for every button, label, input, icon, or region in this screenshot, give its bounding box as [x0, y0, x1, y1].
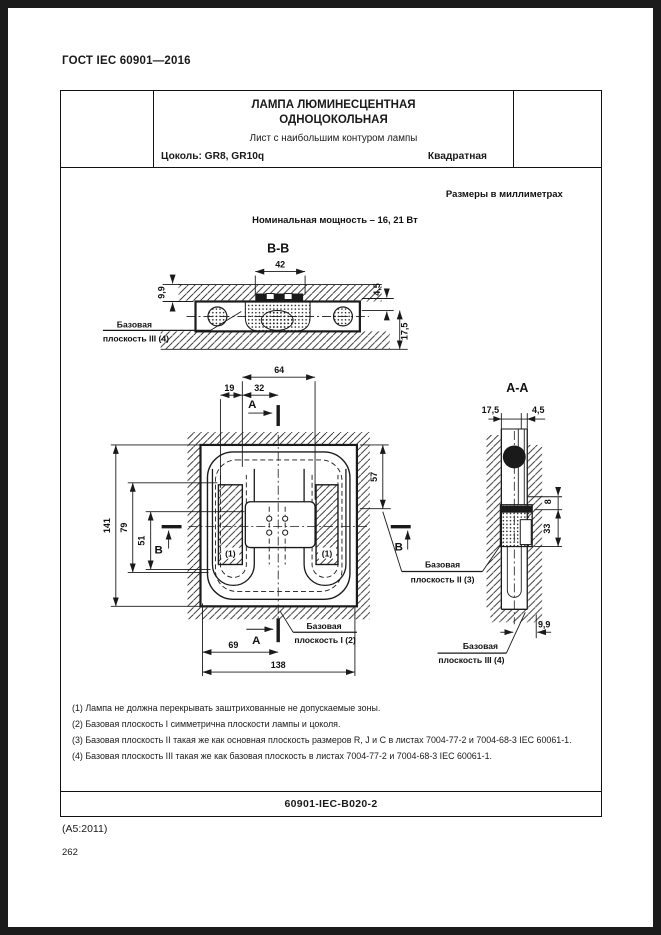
- units-note: Размеры в миллиметрах: [446, 189, 564, 200]
- plan-cut-a-bottom: A: [246, 618, 280, 647]
- bb-dim-42: 42: [275, 260, 285, 270]
- plan-channel-right: [303, 468, 347, 587]
- plan-zone-note-left: (1): [225, 549, 236, 559]
- svg-text:A: A: [252, 635, 260, 647]
- plan-keepout-bar-right: [315, 484, 339, 566]
- cap-shape-row: Цоколь: GR8, GR10q Квадратная: [154, 151, 513, 162]
- plan-dim-32: 32: [254, 383, 264, 393]
- plan-ref-plane-i-label: Базовая плоскость I (2): [279, 611, 357, 645]
- bb-ref-plane-iii-label: Базовая плоскость III (4): [103, 311, 242, 343]
- bb-dim-4-5: 4,5: [372, 283, 382, 295]
- plan-dim-51: 51: [137, 536, 147, 546]
- plan-zone-note-right: (1): [322, 549, 333, 559]
- lamp-title-line2: ОДНОЦОКОЛЬНАЯ: [279, 114, 388, 126]
- aa-keepout-right: [527, 444, 543, 610]
- bb-dim-17-5: 17,5: [400, 323, 410, 340]
- section-bb-view: B-B: [103, 242, 410, 350]
- section-aa-view: A-A 17,5 4,5: [437, 381, 563, 665]
- aa-dim-17-5: 17,5: [482, 405, 499, 415]
- aa-ref-plane-iii-label: Базовая плоскость III (4): [437, 612, 526, 665]
- cap-label: Цоколь: GR8, GR10q: [161, 151, 265, 162]
- plan-dim-64: 64: [274, 365, 284, 375]
- footnote-3: (3) Базовая плоскость II такая же как ос…: [72, 735, 593, 747]
- svg-text:плоскость I (2): плоскость I (2): [294, 635, 356, 645]
- bb-pin-left: [265, 293, 275, 300]
- plan-cut-b-right: B: [390, 524, 411, 554]
- shape-label: Квадратная: [427, 151, 487, 162]
- plan-dim-141: 141: [102, 518, 112, 533]
- svg-text:Базовая: Базовая: [425, 559, 460, 569]
- plan-dim-79: 79: [119, 523, 129, 533]
- drawing-canvas: Размеры в миллиметрах Номинальная мощнос…: [102, 189, 564, 677]
- plan-pin: [266, 515, 273, 522]
- lamp-title-line1: ЛАМПА ЛЮМИНЕСЦЕНТНАЯ: [251, 99, 416, 111]
- bb-top-keepout-hatch: [178, 284, 382, 302]
- plan-cap: [244, 501, 316, 549]
- plan-cut-b-left: B: [155, 524, 182, 557]
- title-block-left-cell: [61, 91, 154, 167]
- plan-cut-a-top: A: [248, 399, 280, 427]
- footnote-number: (2): [72, 719, 83, 729]
- plan-view: (1) (1) 64: [102, 365, 503, 677]
- footnote-1: (1) Лампа не должна перекрывать заштрихо…: [72, 703, 593, 715]
- section-aa-title: A-A: [506, 381, 528, 395]
- footnote-number: (3): [72, 735, 83, 745]
- title-block-center-cell: ЛАМПА ЛЮМИНЕСЦЕНТНАЯ ОДНОЦОКОЛЬНАЯ Лист …: [154, 91, 513, 167]
- svg-text:плоскость III (4): плоскость III (4): [103, 333, 169, 343]
- power-note: Номинальная мощность – 16, 21 Вт: [252, 215, 418, 226]
- plan-dim-69: 69: [228, 640, 238, 650]
- sheet-id: 60901-IEC-B020-2: [61, 791, 601, 816]
- title-block: ЛАМПА ЛЮМИНЕСЦЕНТНАЯ ОДНОЦОКОЛЬНАЯ Лист …: [61, 91, 601, 168]
- plan-pin: [282, 529, 289, 536]
- footnote-text: Базовая плоскость I симметрична плоскост…: [85, 719, 341, 729]
- revision-note: (А5:2011): [62, 823, 108, 835]
- footnote-text: Базовая плоскость II такая же как основн…: [85, 735, 572, 745]
- footnote-text: Лампа не должна перекрывать заштрихованн…: [85, 703, 381, 713]
- sheet-subtitle: Лист с наибольшим контуром лампы: [249, 133, 418, 144]
- plan-channel-left: [211, 468, 255, 587]
- footnotes: (1) Лампа не должна перекрывать заштрихо…: [72, 703, 593, 767]
- footnote-text: Базовая плоскость III такая же как базов…: [85, 751, 492, 761]
- footnote-4: (4) Базовая плоскость III такая же как б…: [72, 751, 593, 763]
- plan-lamp-contour-dashed: [214, 459, 343, 592]
- bb-bottom-keepout-hatch: [160, 331, 390, 350]
- aa-dim-8: 8: [543, 499, 553, 504]
- svg-text:B: B: [155, 545, 163, 557]
- aa-cap-top: [500, 505, 533, 513]
- svg-text:B: B: [395, 542, 403, 554]
- aa-dim-33: 33: [542, 524, 552, 534]
- section-bb-title: B-B: [267, 242, 289, 256]
- bb-dim-9-9: 9,9: [157, 286, 167, 298]
- plan-dim-19: 19: [224, 383, 234, 393]
- bb-cap-boss: [260, 309, 294, 331]
- plan-dim-57: 57: [369, 472, 379, 482]
- plan-pin: [282, 515, 289, 522]
- aa-tube-section: [502, 445, 526, 469]
- svg-text:Базовая: Базовая: [463, 641, 498, 651]
- svg-text:Базовая: Базовая: [306, 621, 341, 631]
- aa-tube-inner: [506, 546, 522, 598]
- drawing-frame: ЛАМПА ЛЮМИНЕСЦЕНТНАЯ ОДНОЦОКОЛЬНАЯ Лист …: [60, 90, 602, 817]
- plan-pin: [266, 529, 273, 536]
- plan-keepout-bar-left: [217, 484, 244, 566]
- svg-text:плоскость III (4): плоскость III (4): [438, 655, 504, 665]
- aa-pin: [519, 519, 532, 546]
- svg-text:плоскость II (3): плоскость II (3): [411, 574, 475, 584]
- footnote-number: (4): [72, 751, 83, 761]
- footnote-number: (1): [72, 703, 83, 713]
- plan-dim-138: 138: [271, 660, 286, 670]
- title-block-right-cell: [513, 91, 601, 167]
- aa-keepout-bottom: [490, 609, 543, 623]
- aa-dim-9-9: 9,9: [538, 619, 550, 629]
- bb-pin-right: [283, 293, 293, 300]
- aa-keepout-left: [486, 434, 502, 610]
- svg-text:Базовая: Базовая: [117, 319, 152, 329]
- footnote-2: (2) Базовая плоскость I симметрична плос…: [72, 719, 593, 731]
- document-header: ГОСТ IEC 60901—2016: [62, 55, 191, 67]
- page-number: 262: [62, 847, 78, 858]
- technical-drawing: Размеры в миллиметрах Номинальная мощнос…: [61, 168, 599, 694]
- bb-cap-top: [255, 293, 304, 302]
- aa-dim-4-5: 4,5: [532, 405, 544, 415]
- svg-text:A: A: [248, 399, 256, 411]
